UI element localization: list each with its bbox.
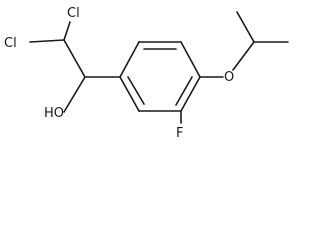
atom-fluorine: F — [176, 126, 183, 141]
bond-c1-cl-left — [29, 39, 65, 43]
ring-bond-6 — [119, 76, 140, 112]
bond-c1-cl-top — [63, 21, 71, 41]
atom-labels: Cl Cl HO O F — [4, 6, 234, 141]
bond-c1-c2 — [63, 39, 86, 78]
ring-bond-3 — [180, 41, 201, 78]
atom-cl-top: Cl — [67, 6, 80, 21]
ring-double-bond-right — [175, 76, 193, 106]
atom-ether-oxygen: O — [224, 70, 234, 85]
ring-bond-1 — [119, 41, 140, 78]
ring-double-bond-left — [127, 76, 145, 105]
bonds — [29, 11, 289, 124]
bond-ch-methyl-left — [236, 11, 255, 43]
atom-cl-left: Cl — [4, 36, 17, 51]
ring-bond-4 — [180, 76, 201, 112]
bond-o-ch — [232, 41, 255, 71]
chemical-structure: Cl Cl HO O F — [4, 6, 289, 141]
atom-hydroxyl: HO — [44, 106, 64, 121]
bond-c2-oh — [63, 76, 86, 113]
